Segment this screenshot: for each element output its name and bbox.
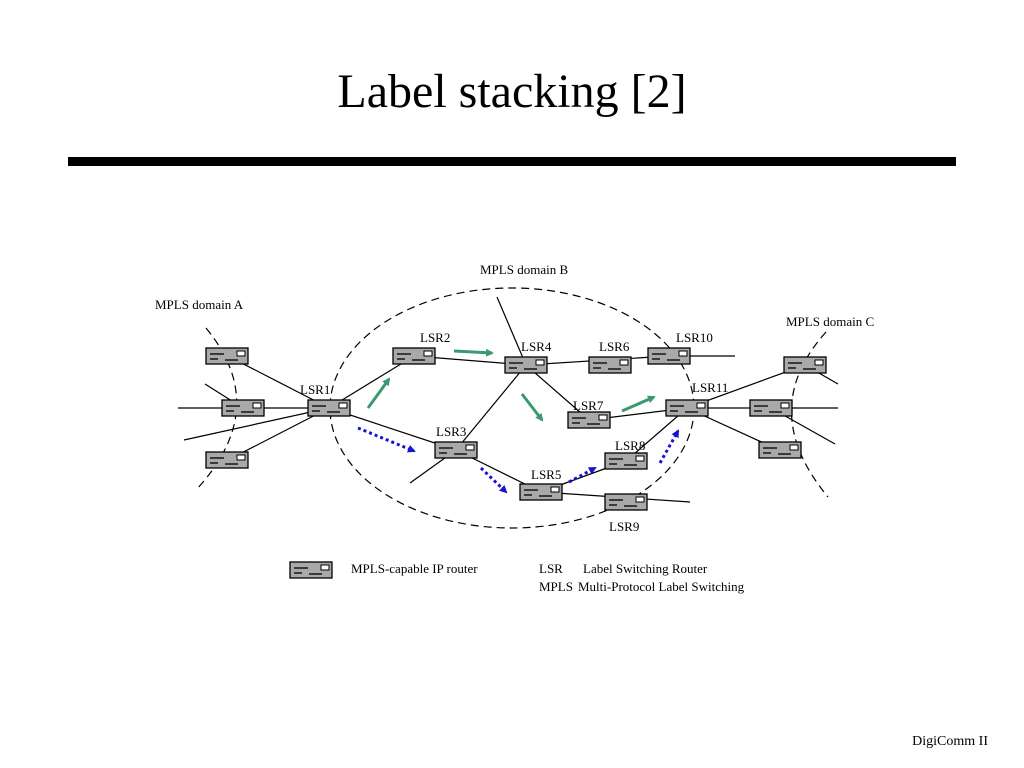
router-lsr7 bbox=[567, 411, 611, 429]
router-lsr1 bbox=[307, 399, 351, 417]
domain-c-router-1 bbox=[783, 356, 827, 374]
lsr5-label: LSR5 bbox=[531, 467, 561, 482]
router-lsr9 bbox=[604, 493, 648, 511]
network-links bbox=[178, 296, 839, 503]
legend-abbr-mpls: MPLS bbox=[539, 579, 573, 594]
blue-lsp-arrows bbox=[357, 426, 680, 494]
lsr3-label: LSR3 bbox=[436, 424, 466, 439]
domain-a-router-2 bbox=[221, 399, 265, 417]
legend: MPLS-capable IP router LSR Label Switchi… bbox=[289, 561, 745, 594]
domain-b-label: MPLS domain B bbox=[480, 262, 568, 277]
router-lsr3 bbox=[434, 441, 478, 459]
router-lsr11 bbox=[665, 399, 709, 417]
router-lsr6 bbox=[588, 356, 632, 374]
legend-meaning-lsr: Label Switching Router bbox=[583, 561, 708, 576]
lsr4-label: LSR4 bbox=[521, 339, 552, 354]
legend-router-icon bbox=[289, 561, 333, 579]
slide-title: Label stacking [2] bbox=[337, 65, 687, 118]
router-lsr8 bbox=[604, 452, 648, 470]
domain-a-label: MPLS domain A bbox=[155, 297, 244, 312]
lsr6-label: LSR6 bbox=[599, 339, 630, 354]
domain-c-router-3 bbox=[758, 441, 802, 459]
lsr11-label: LSR11 bbox=[692, 380, 728, 395]
legend-router-label: MPLS-capable IP router bbox=[351, 561, 478, 576]
lsr7-label: LSR7 bbox=[573, 398, 604, 413]
legend-abbr-lsr: LSR bbox=[539, 561, 563, 576]
lsr2-label: LSR2 bbox=[420, 330, 450, 345]
router-lsr4 bbox=[504, 356, 548, 374]
title-rule bbox=[68, 157, 956, 166]
green-lsp-arrows bbox=[366, 348, 656, 422]
domain-c-boundary bbox=[790, 331, 829, 498]
router-lsr5 bbox=[519, 483, 563, 501]
domain-c-router-2 bbox=[749, 399, 793, 417]
lsr9-label: LSR9 bbox=[609, 519, 639, 534]
lsr1-label: LSR1 bbox=[300, 382, 330, 397]
router-lsr2 bbox=[392, 347, 436, 365]
domain-a-router-3 bbox=[205, 451, 249, 469]
domain-a-router-1 bbox=[205, 347, 249, 365]
domain-b-boundary bbox=[329, 287, 695, 529]
lsr8-label: LSR8 bbox=[615, 438, 645, 453]
domain-c-label: MPLS domain C bbox=[786, 314, 874, 329]
legend-meaning-mpls: Multi-Protocol Label Switching bbox=[578, 579, 745, 594]
slide-footer: DigiComm II bbox=[912, 734, 988, 749]
lsr10-label: LSR10 bbox=[676, 330, 713, 345]
router-lsr10 bbox=[647, 347, 691, 365]
